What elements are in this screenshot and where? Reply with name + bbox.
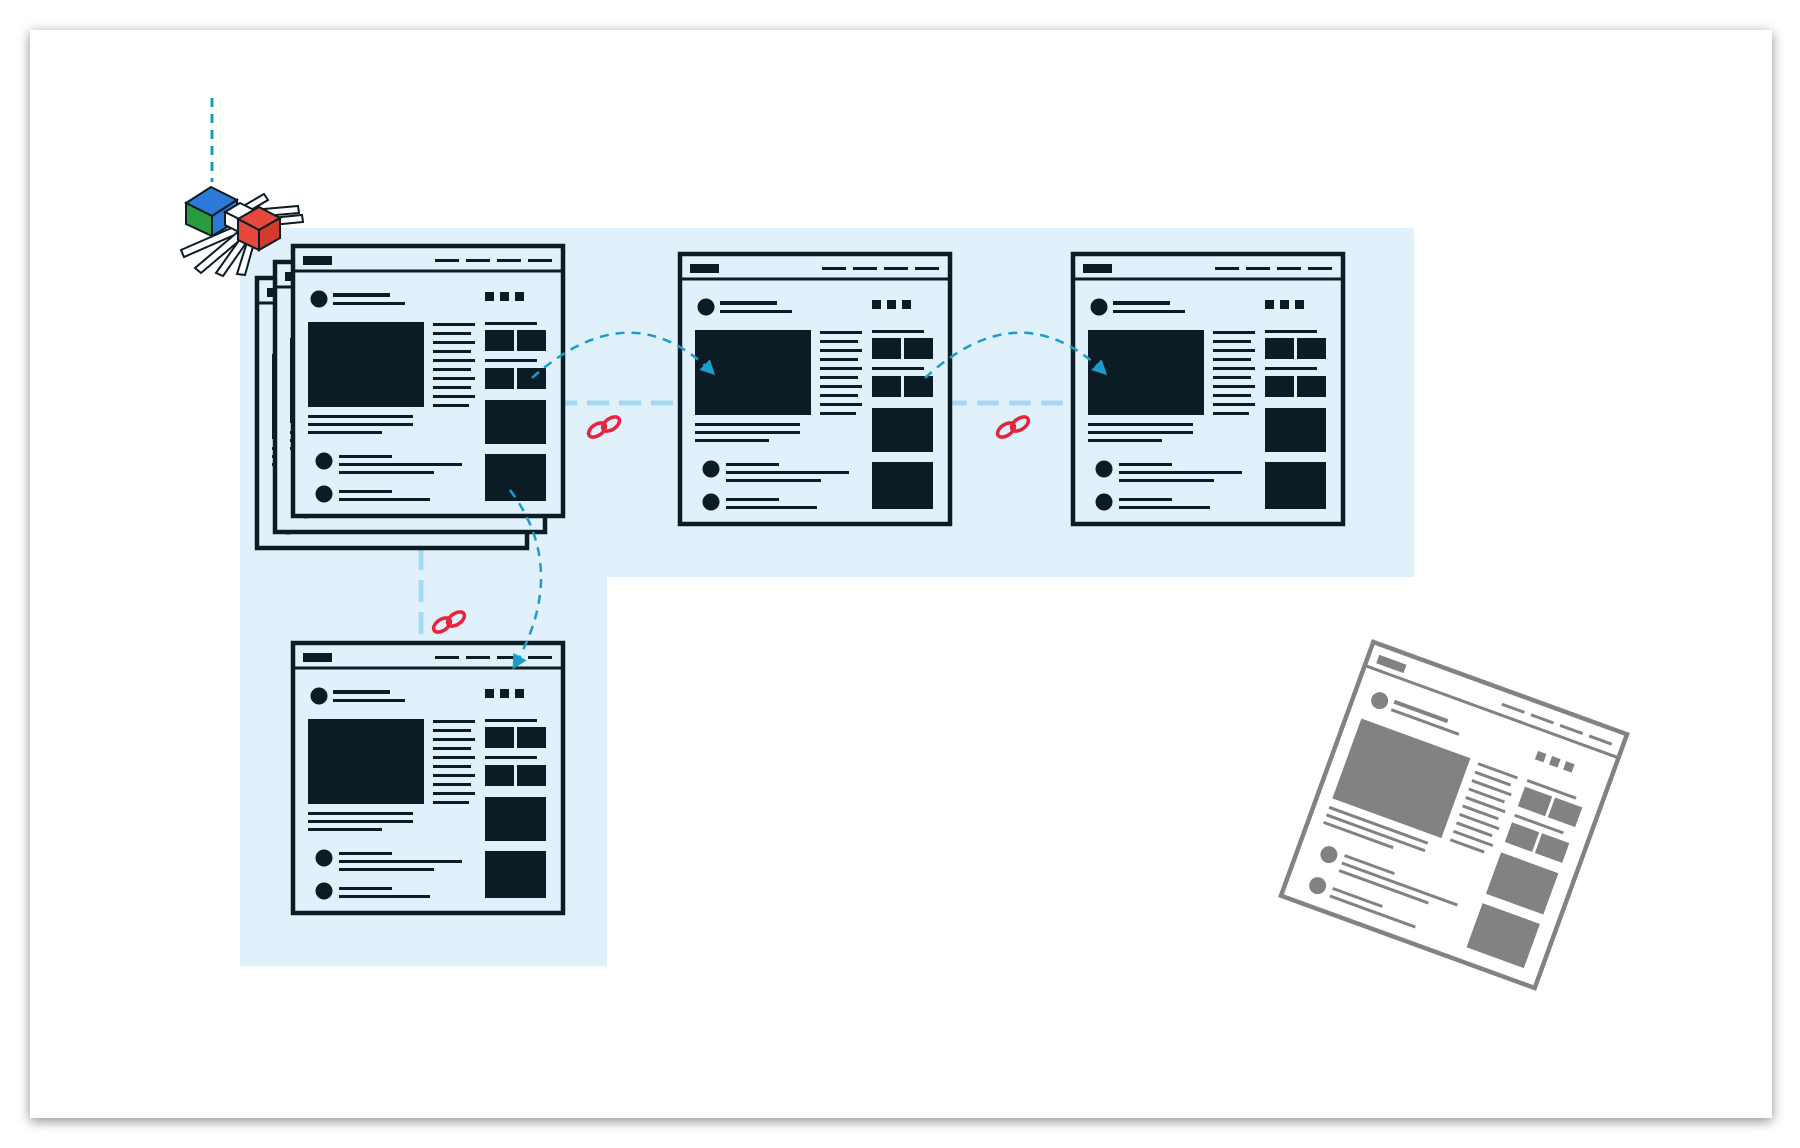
crawl-arrow-seed-to-c <box>508 489 543 670</box>
crawler-spider-icon <box>179 185 305 278</box>
linked-page-a <box>680 254 950 524</box>
crawl-arrow-a-to-b <box>924 331 1108 379</box>
linked-page-c <box>293 643 563 913</box>
linked-page-b <box>1073 254 1343 524</box>
seed-page-stack <box>257 246 563 548</box>
crawl-arrow-seed-to-a <box>531 331 716 379</box>
